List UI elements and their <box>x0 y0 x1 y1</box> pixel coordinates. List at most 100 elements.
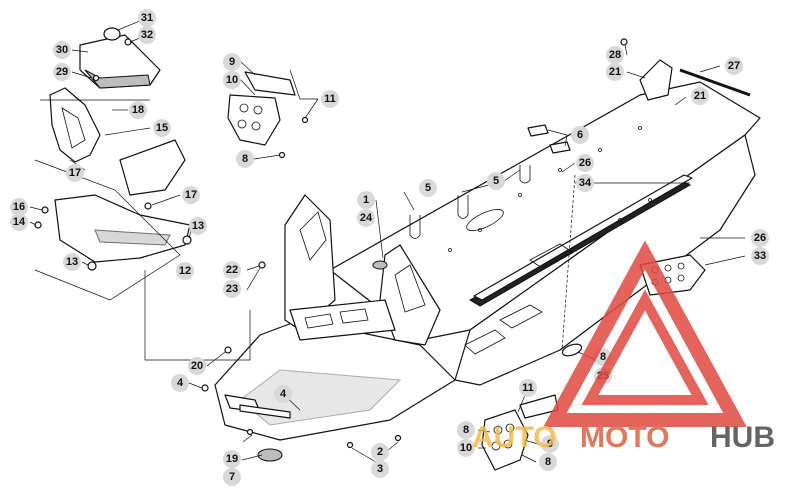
callout-24: 24 <box>357 209 375 227</box>
svg-text:19: 19 <box>226 453 238 465</box>
callout-23: 23 <box>223 280 241 298</box>
bolt-8 <box>278 151 286 159</box>
front-rail <box>239 404 291 419</box>
callout-4: 4 <box>171 374 189 392</box>
grommet-24 <box>372 260 388 270</box>
u-bolt-5 <box>457 195 469 219</box>
svg-text:26: 26 <box>754 232 766 244</box>
svg-text:22: 22 <box>226 264 238 276</box>
callout-19: 19 <box>223 450 241 468</box>
callout-34: 34 <box>576 174 594 192</box>
callout-32: 32 <box>138 26 156 44</box>
svg-text:14: 14 <box>13 216 26 228</box>
svg-text:4: 4 <box>280 388 287 400</box>
hardware <box>201 124 583 449</box>
callout-10: 10 <box>223 71 241 89</box>
callout-9: 9 <box>223 53 241 71</box>
callout-17: 17 <box>182 186 200 204</box>
svg-text:34: 34 <box>579 177 592 189</box>
bolt-19 <box>246 428 254 436</box>
callout-10: 10 <box>457 439 475 457</box>
callout-9: 9 <box>541 435 559 453</box>
bracket-left <box>49 87 101 163</box>
rod-27 <box>679 68 751 97</box>
callout-6: 6 <box>571 126 589 144</box>
watermark-word-1: AUTO <box>472 421 556 454</box>
svg-text:29: 29 <box>56 66 68 78</box>
callout-11: 11 <box>321 90 339 108</box>
svg-text:31: 31 <box>141 12 153 24</box>
rivet-4 <box>201 384 209 392</box>
tunnel-slot <box>499 304 543 329</box>
svg-text:10: 10 <box>226 74 238 86</box>
svg-text:11: 11 <box>324 93 336 105</box>
callout-8: 8 <box>236 150 254 168</box>
svg-text:30: 30 <box>56 44 68 56</box>
bolt-20 <box>224 346 232 354</box>
callout-18: 18 <box>129 101 147 119</box>
svg-text:32: 32 <box>141 29 153 41</box>
assembly-outlines <box>34 99 251 361</box>
callout-21: 21 <box>606 63 624 81</box>
callout-16: 16 <box>10 198 28 216</box>
callout-layer: 31 32 30 29 9 10 11 8 18 15 17 17 16 14 … <box>10 9 769 486</box>
bracket-25 <box>561 343 583 357</box>
bolt-11 <box>301 116 309 124</box>
plate-10b <box>481 409 529 471</box>
svg-text:20: 20 <box>191 360 203 372</box>
tunnel-slot <box>529 243 573 269</box>
callout-29: 29 <box>53 63 71 81</box>
callout-5: 5 <box>487 172 505 190</box>
svg-text:8: 8 <box>600 351 606 363</box>
callout-28: 28 <box>606 46 624 64</box>
svg-text:18: 18 <box>132 104 144 116</box>
callout-8: 8 <box>539 453 557 471</box>
watermark-inner-triangle-icon <box>581 289 709 405</box>
svg-text:24: 24 <box>360 212 373 224</box>
bolt-28 <box>620 38 628 46</box>
watermark-word-2: MOTO <box>580 421 669 454</box>
bolt-14 <box>34 221 42 229</box>
lower-bracket-assembly <box>34 194 192 271</box>
plate-12-ridge <box>94 229 171 246</box>
watermark-word-3: HUB <box>710 421 775 454</box>
upper-bracket-assembly <box>79 27 161 89</box>
bracket-left-cutout <box>61 107 86 149</box>
svg-text:7: 7 <box>229 471 235 483</box>
svg-text:5: 5 <box>425 182 431 194</box>
u-bolt-5 <box>409 215 421 239</box>
callout-33: 33 <box>751 247 769 265</box>
callout-14: 14 <box>10 213 28 231</box>
callout-13: 13 <box>189 217 207 235</box>
plate-12 <box>54 194 191 263</box>
svg-text:23: 23 <box>226 283 238 295</box>
tunnel-opening <box>466 209 504 231</box>
rear-bracket <box>620 38 751 101</box>
mount-plate-upper <box>227 71 309 159</box>
svg-text:33: 33 <box>754 250 766 262</box>
mount-plate-lower <box>481 394 559 471</box>
callout-2: 2 <box>371 443 389 461</box>
tunnel-side <box>454 134 756 386</box>
svg-text:17: 17 <box>185 189 197 201</box>
plate-10 <box>227 94 281 146</box>
svg-text:6: 6 <box>577 129 583 141</box>
pad-6 <box>527 124 549 137</box>
callout-12: 12 <box>176 262 194 280</box>
svg-text:12: 12 <box>179 265 191 277</box>
nut-13 <box>182 235 192 245</box>
callout-22: 22 <box>223 261 241 279</box>
svg-text:13: 13 <box>192 220 204 232</box>
svg-text:4: 4 <box>177 377 184 389</box>
front-bulkhead <box>214 194 456 462</box>
tunnel-slot <box>464 329 506 355</box>
brace-slot <box>304 313 334 329</box>
callout-4: 4 <box>274 385 292 403</box>
svg-text:8: 8 <box>242 153 248 165</box>
steering-bracket <box>49 87 186 196</box>
svg-text:1: 1 <box>363 194 369 206</box>
callout-7: 7 <box>223 468 241 486</box>
bolt-3 <box>346 441 354 449</box>
